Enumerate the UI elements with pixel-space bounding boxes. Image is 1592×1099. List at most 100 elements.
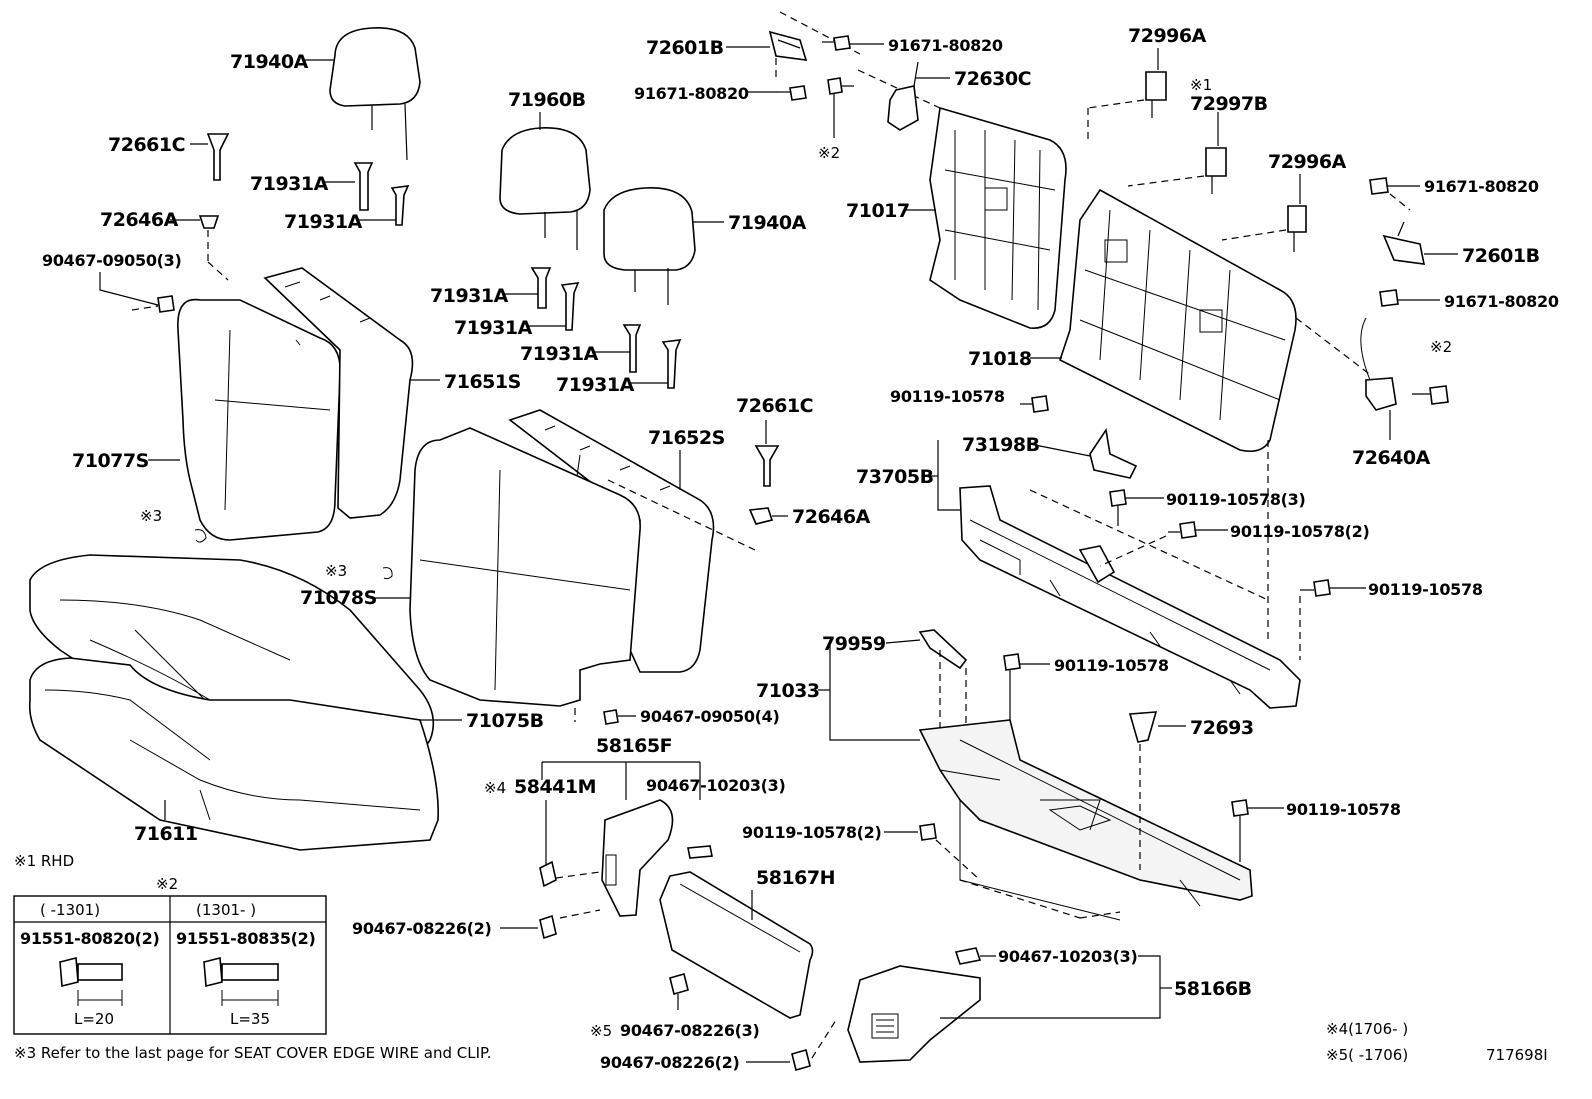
label-58165F: 58165F (596, 735, 672, 757)
bracket-73198B (1089, 427, 1138, 479)
note-5: ※5( -1706) (1326, 1046, 1408, 1064)
label-71931A-2: 71931A (284, 211, 363, 233)
bolt-mark2-top (827, 77, 854, 138)
label-90119-10578-c: 90119-10578 (1054, 656, 1169, 675)
label-91671-80820-d: 91671-80820 (1444, 292, 1559, 311)
seatback-cover-71651S (263, 267, 414, 519)
label-72661C-left: 72661C (108, 134, 185, 156)
headrest-71940A-top (329, 27, 421, 161)
cover-58166B (847, 965, 981, 1063)
label-91671-80820-a: 91671-80820 (888, 36, 1003, 55)
label-71652S: 71652S (648, 427, 725, 449)
mark-3a: ※3 (140, 507, 162, 525)
pin-72661C-left (206, 133, 230, 181)
applicability-table: ( -1301) (1301- ) 91551-80820(2) 91551-8… (13, 895, 327, 1035)
label-90467-09050-3: 90467-09050(3) (42, 251, 182, 270)
guide-71931A-a (353, 162, 410, 226)
note-rhd: ※1 RHD (14, 852, 74, 870)
headrest-71960B (499, 127, 591, 250)
mark-2b: ※2 (1430, 338, 1452, 356)
label-90119-10578-d: 90119-10578 (1286, 800, 1401, 819)
table-col1-part: 91551-80820(2) (20, 929, 160, 948)
table-col2-len: L=35 (230, 1010, 270, 1028)
label-71940A-mid: 71940A (728, 212, 807, 234)
bolt-91671-80820-b (778, 85, 807, 101)
label-71931A-5: 71931A (520, 343, 599, 365)
latch-72996A-mid (1287, 205, 1307, 252)
hinge-72640A (1360, 317, 1397, 411)
mark-5: ※5 (590, 1022, 612, 1040)
label-90467-08226-2b: 90467-08226(2) (600, 1053, 740, 1072)
label-71017: 71017 (846, 200, 910, 222)
label-90467-08226-2a: 90467-08226(2) (352, 919, 492, 938)
bracket-79959 (918, 629, 968, 670)
table-col1-range: ( -1301) (40, 901, 100, 919)
label-72630C: 72630C (954, 68, 1031, 90)
mark-3b: ※3 (325, 562, 347, 580)
label-71931A-3: 71931A (430, 285, 509, 307)
label-90467-08226-3: 90467-08226(3) (620, 1021, 760, 1040)
label-72996A-top: 72996A (1128, 25, 1207, 47)
bracket-72601B-right (1382, 221, 1426, 265)
clip-90467-10203-a (687, 845, 713, 859)
label-58166B: 58166B (1174, 978, 1252, 1000)
label-71075B: 71075B (466, 710, 544, 732)
table-col1-len: L=20 (74, 1010, 114, 1028)
track-73705B (959, 485, 1301, 709)
headrest-71940A-mid (603, 187, 696, 305)
label-90467-09050-4: 90467-09050(4) (640, 707, 780, 726)
table-col2-range: (1301- ) (196, 901, 256, 919)
label-71077S: 71077S (72, 450, 149, 472)
label-72693: 72693 (1190, 717, 1254, 739)
reference-number: 717698I (1486, 1046, 1548, 1064)
guide-71931A-mid (530, 267, 682, 389)
label-72646A-mid: 72646A (792, 506, 871, 528)
label-73198B: 73198B (962, 434, 1040, 456)
table-title: ※2 (156, 875, 178, 893)
label-71018: 71018 (968, 348, 1032, 370)
seatback-frame-71017 (929, 106, 1067, 329)
label-90119-10578-2a: 90119-10578(2) (1230, 522, 1370, 541)
label-58441M: 58441M (514, 776, 596, 798)
label-90119-10578-3: 90119-10578(3) (1166, 490, 1306, 509)
clip-72646A-left (198, 215, 220, 229)
panel-58167H (659, 871, 814, 1019)
latch-72996A-top (1145, 71, 1167, 118)
bracket-72601B-top (768, 30, 808, 61)
bracket-58441M (539, 800, 557, 888)
seatback-cover-71077S (177, 298, 341, 541)
label-91671-80820-b: 91671-80820 (634, 84, 749, 103)
label-73705B: 73705B (856, 466, 934, 488)
mark-1: ※1 (1190, 76, 1212, 94)
label-72601B-right: 72601B (1462, 245, 1540, 267)
label-71931A-6: 71931A (556, 374, 635, 396)
label-71931A-1: 71931A (250, 173, 329, 195)
cover-58165F (601, 799, 674, 917)
latch-72997B (1205, 147, 1227, 194)
note-3: ※3 Refer to the last page for SEAT COVER… (14, 1044, 491, 1062)
bolt-91671-80820-c (1369, 177, 1389, 195)
label-71078S: 71078S (300, 587, 377, 609)
label-90467-10203-3b: 90467-10203(3) (998, 947, 1138, 966)
seatback-cover-71078S (409, 427, 641, 707)
label-72646A-left: 72646A (100, 209, 179, 231)
label-72640A: 72640A (1352, 447, 1431, 469)
label-72601B-top: 72601B (646, 37, 724, 59)
label-90467-10203-3a: 90467-10203(3) (646, 776, 786, 795)
pin-72661C-mid (748, 445, 780, 525)
label-90119-10578-b: 90119-10578 (1368, 580, 1483, 599)
label-90119-10578-2b: 90119-10578(2) (742, 823, 882, 842)
seat-cushion-71611 (28, 554, 439, 851)
hinge-72630C (887, 61, 919, 131)
label-71611: 71611 (134, 823, 198, 845)
label-79959: 79959 (822, 633, 886, 655)
label-90119-10578-a: 90119-10578 (890, 387, 1005, 406)
label-71651S: 71651S (444, 371, 521, 393)
label-71960B: 71960B (508, 89, 586, 111)
mark-2a: ※2 (818, 144, 840, 162)
label-72661C-mid: 72661C (736, 395, 813, 417)
bolt-91671-80820-d (1379, 289, 1399, 307)
label-71940A-top: 71940A (230, 51, 309, 73)
label-72997B: 72997B (1190, 93, 1268, 115)
